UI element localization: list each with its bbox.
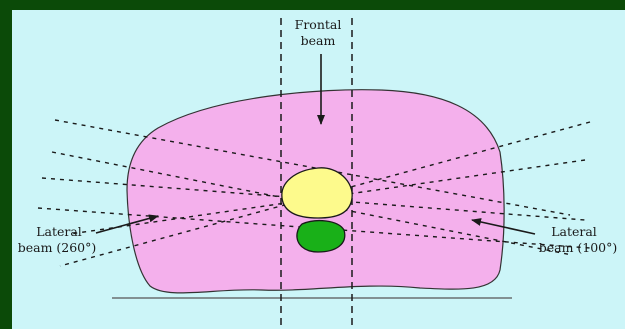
left-lateral-beam-label-line1: Lateral (36, 224, 82, 239)
right-lateral-beam-label-line2: beam (100°) (539, 240, 618, 255)
diagram-canvas: Frontal beam Lateral beam (260°) Lateral… (12, 10, 625, 329)
frontal-beam-label-line2: beam (301, 33, 336, 48)
beam-diagram: Frontal beam Lateral beam (260°) Lateral… (12, 10, 625, 329)
organ-at-risk (297, 221, 345, 252)
frontal-beam-label-line1: Frontal (295, 17, 342, 32)
right-lateral-beam-label-line1: Lateral (551, 224, 597, 239)
left-lateral-beam-label-line2: beam (260°) (18, 240, 97, 255)
